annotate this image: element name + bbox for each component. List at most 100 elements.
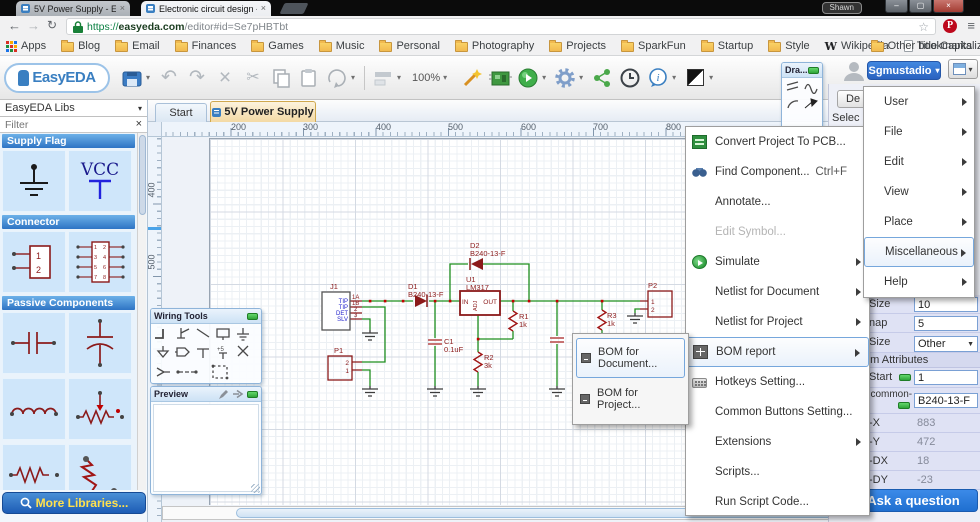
lib-item-potentiometer[interactable]	[68, 378, 132, 440]
align-icon[interactable]	[369, 64, 397, 92]
settings-dropdown-icon[interactable]: ▾	[579, 73, 584, 82]
tab-5v-power-supply[interactable]: 5V Power Supply	[210, 101, 316, 122]
bookmark-item[interactable]: Style	[768, 39, 810, 52]
panel-layout-button[interactable]: ▾	[948, 59, 978, 79]
url-bar[interactable]: https:// easyeda.com /editor#id=Se7pHBTb…	[66, 18, 936, 35]
share-icon[interactable]	[588, 64, 616, 92]
component-c1[interactable]: C1 0.1uF	[428, 337, 464, 354]
back-icon[interactable]: ←	[8, 18, 21, 33]
bookmark-item[interactable]: Games	[251, 39, 304, 52]
wiring-tools-header[interactable]: Wiring Tools	[151, 309, 261, 324]
scrollbar-thumb[interactable]	[139, 135, 146, 215]
bookmark-star-icon[interactable]: ☆	[918, 19, 929, 34]
menu-item[interactable]: Convert Project To PCB...	[686, 127, 869, 157]
lib-item-capacitor[interactable]	[2, 312, 66, 374]
simulate-icon[interactable]	[514, 64, 542, 92]
redo-icon[interactable]: ↷	[189, 67, 205, 88]
align-dropdown-icon[interactable]: ▾	[397, 73, 402, 82]
bookmark-item[interactable]: Music	[318, 39, 364, 52]
account-button[interactable]: Sgmustadio▾	[867, 61, 941, 80]
undo-icon[interactable]: ↶	[161, 67, 177, 88]
main-menu-item[interactable]: Place	[864, 207, 974, 237]
main-menu-item[interactable]: Miscellaneous	[864, 237, 974, 267]
window-minimize-button[interactable]: –	[885, 0, 908, 13]
paste-icon[interactable]	[295, 64, 323, 92]
submenu-item[interactable]: BOM for Document...	[576, 338, 685, 378]
menu-item[interactable]: Annotate...	[715, 196, 771, 208]
save-button[interactable]	[118, 64, 146, 92]
main-menu-item[interactable]: View	[864, 177, 974, 207]
menu-item[interactable]: Hotkeys Setting...	[686, 367, 869, 397]
panel-minimize-icon[interactable]	[247, 390, 258, 398]
pcb-icon[interactable]	[486, 64, 514, 92]
lib-item-resistor[interactable]	[2, 444, 66, 490]
menu-item[interactable]: BOM report	[686, 337, 869, 367]
bookmark-item[interactable]: Title Capitalization	[903, 40, 980, 52]
preview-header[interactable]: Preview	[151, 387, 261, 402]
menu-item[interactable]: Run Script Code...	[715, 496, 809, 508]
forward-icon[interactable]: →	[27, 18, 40, 33]
bookmark-item[interactable]: Email	[115, 39, 160, 52]
browser-menu-icon[interactable]: ≡	[967, 18, 975, 33]
lib-item-vcc[interactable]: VCC	[68, 150, 132, 212]
edit-pencil-icon[interactable]	[218, 389, 229, 400]
bookmark-item[interactable]: Apps	[6, 40, 46, 52]
wiring-tools-grid[interactable]: +5	[151, 324, 259, 380]
resistors[interactable]	[472, 309, 608, 373]
polyline-tool-icon[interactable]	[785, 80, 801, 94]
browser-profile-button[interactable]: Shawn	[821, 2, 862, 14]
cut-icon[interactable]: ✂	[246, 68, 260, 86]
lib-item-resistor-eu[interactable]	[68, 444, 132, 490]
copy-icon[interactable]	[267, 64, 295, 92]
drawing-tools-panel[interactable]: Dra...	[781, 62, 823, 134]
main-menu-item[interactable]: File	[864, 117, 974, 147]
settings-gear-icon[interactable]	[551, 64, 579, 92]
zoom-level-select[interactable]: 100%▾	[412, 71, 448, 84]
bookmark-item[interactable]: Finances	[174, 39, 236, 52]
pinterest-extension-icon[interactable]: P	[943, 19, 957, 33]
rotate-dropdown-icon[interactable]: ▾	[351, 73, 356, 82]
easyeda-logo[interactable]: EasyEDA	[4, 62, 110, 93]
lib-item-gnd[interactable]	[2, 150, 66, 212]
menu-item[interactable]: Scripts...	[715, 466, 760, 478]
new-tab-button[interactable]	[279, 3, 309, 14]
clear-filter-icon[interactable]: ×	[135, 118, 142, 130]
preview-panel[interactable]: Preview	[150, 386, 262, 495]
library-source-select[interactable]: EasyEDA Libs▾	[0, 100, 147, 117]
bookmark-item[interactable]: Projects	[549, 39, 606, 52]
panel-minimize-icon[interactable]	[247, 312, 258, 320]
delete-icon[interactable]: ×	[218, 66, 232, 89]
menu-item[interactable]: Netlist for Document	[686, 277, 869, 307]
bookmark-item[interactable]: Startup	[700, 39, 753, 52]
size-input[interactable]	[914, 297, 978, 312]
component-p1[interactable]: P1 21	[327, 346, 353, 381]
simulate-dropdown-icon[interactable]: ▾	[542, 73, 547, 82]
wizard-wand-icon[interactable]	[458, 64, 486, 92]
window-close-button[interactable]: ×	[933, 0, 964, 13]
tab-start[interactable]: Start	[155, 103, 207, 122]
help-info-icon[interactable]: i	[644, 64, 672, 92]
canvas-size-select[interactable]: Other▼	[914, 336, 978, 352]
start-input[interactable]	[914, 370, 978, 385]
menu-item[interactable]: Netlist for Project	[686, 307, 869, 337]
rotate-icon[interactable]	[323, 64, 351, 92]
menu-item[interactable]: Extensions	[686, 427, 869, 457]
component-u1[interactable]: U1 LM317 IN OUT ADJ	[459, 275, 501, 316]
window-maximize-button[interactable]: ▢	[909, 0, 932, 13]
component-p2[interactable]: P2 12	[647, 281, 673, 318]
filter-input[interactable]	[5, 118, 123, 131]
main-menu-item[interactable]: Help	[864, 267, 974, 297]
component-d1[interactable]: D1 B240-13-F	[408, 282, 444, 307]
ask-question-button[interactable]: Ask a question	[849, 489, 978, 512]
lib-item-capacitor-polarized[interactable]	[68, 312, 132, 374]
tab-close-icon[interactable]: ×	[260, 3, 266, 13]
submenu-item[interactable]: BOM for Project...	[576, 379, 685, 419]
bookmark-item[interactable]: Blog	[61, 39, 100, 52]
component-c2[interactable]	[550, 337, 564, 343]
bezier-tool-icon[interactable]	[803, 80, 819, 94]
arc-tool-icon[interactable]	[785, 96, 801, 110]
